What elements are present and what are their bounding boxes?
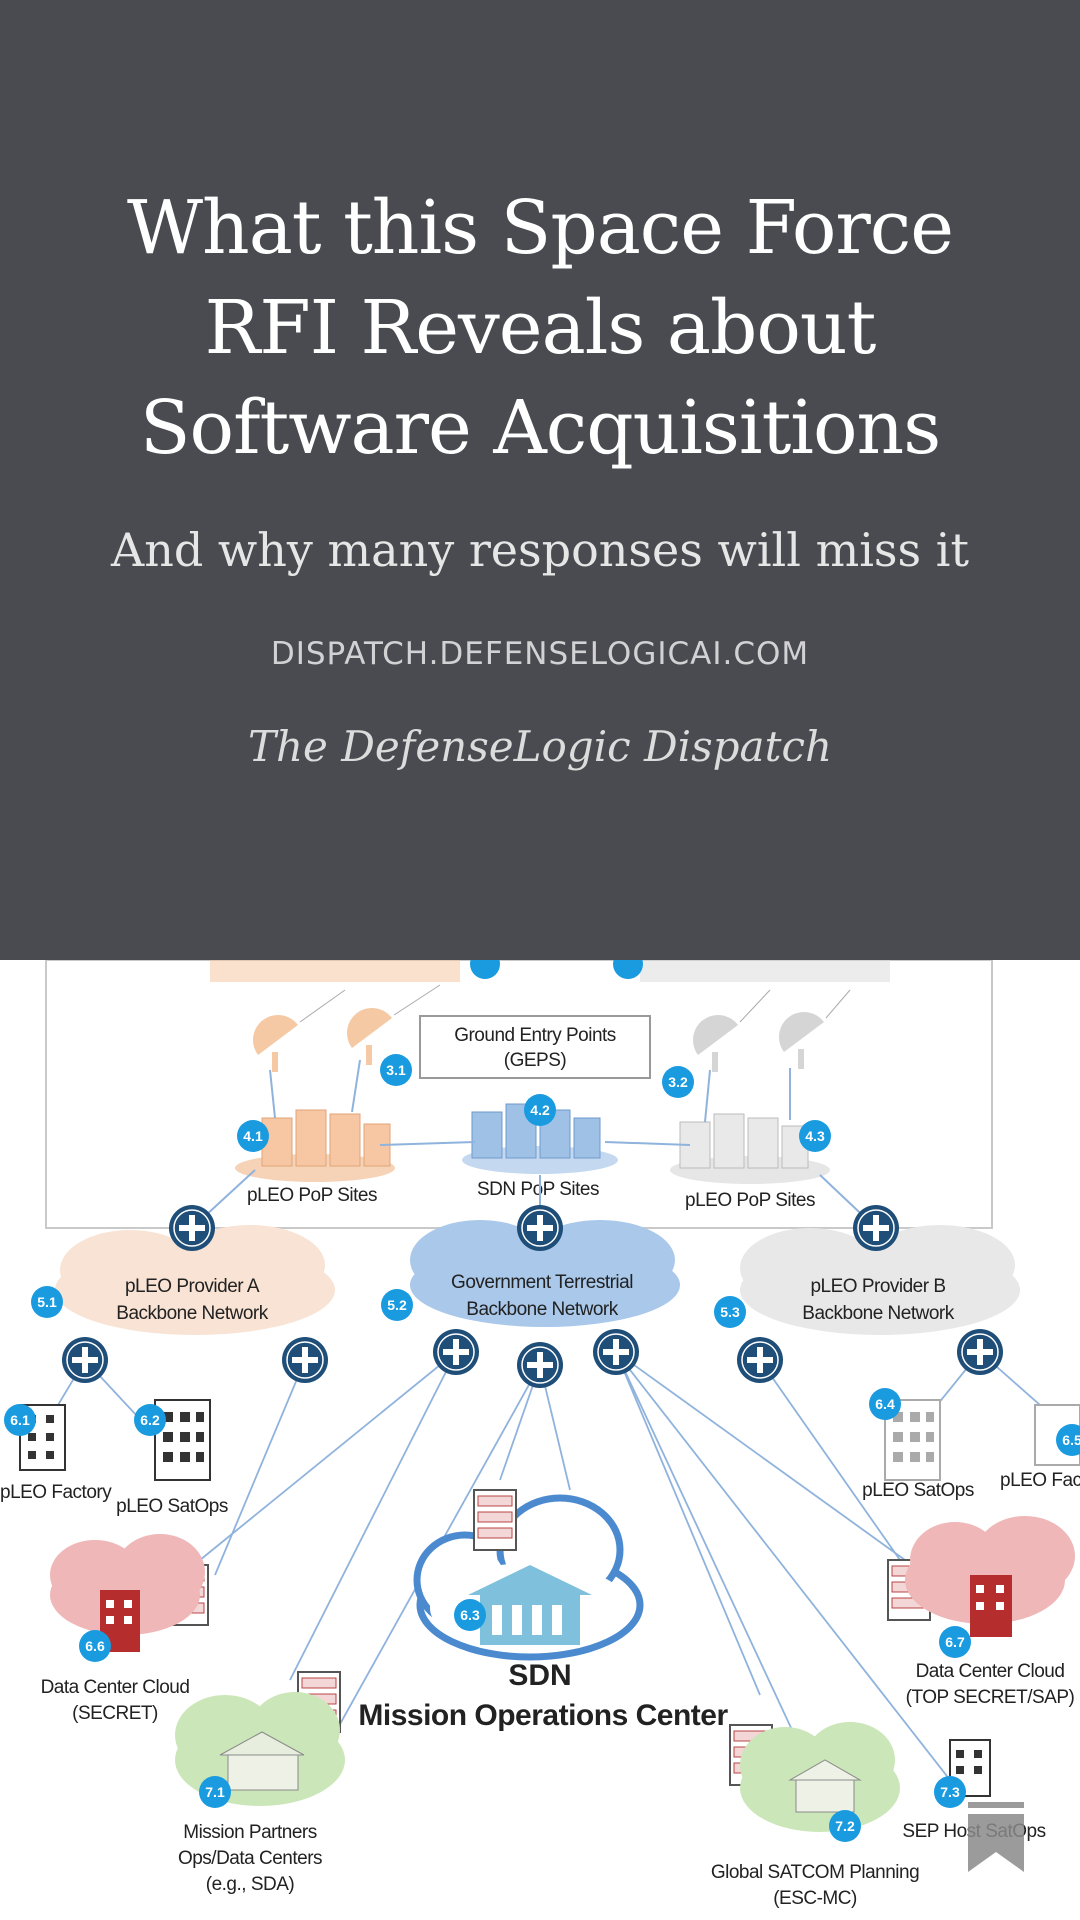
mission-partners-label-1: Mission Partners xyxy=(183,1822,317,1843)
provider-b-label-2: Backbone Network xyxy=(802,1303,954,1324)
provider-b-label-1: pLEO Provider B xyxy=(810,1276,945,1297)
geps-label-line-2: (GEPS) xyxy=(504,1050,567,1071)
title-line-3: Software Acquisitions xyxy=(139,385,941,471)
sdn-pop-label: SDN PoP Sites xyxy=(477,1179,599,1200)
dc-secret-label-2: (SECRET) xyxy=(72,1703,158,1724)
svg-text:6.6: 6.6 xyxy=(85,1638,105,1654)
title-line-2: RFI Reveals about xyxy=(204,285,877,371)
site-domain: DISPATCH.DEFENSELOGICAI.COM xyxy=(270,636,810,672)
article-subtitle: And why many responses will miss it xyxy=(111,523,969,577)
svg-text:6.7: 6.7 xyxy=(945,1634,965,1650)
svg-text:5.1: 5.1 xyxy=(37,1294,57,1310)
step-badges: 3.1 3.2 4.1 4.2 4.3 5.1 5.2 5.3 6.1 6.2 … xyxy=(4,1054,1080,1842)
svg-text:7.1: 7.1 xyxy=(205,1784,225,1800)
svg-text:6.4: 6.4 xyxy=(875,1396,895,1412)
bookmark-icon[interactable] xyxy=(968,1802,1024,1872)
provider-a-label-1: pLEO Provider A xyxy=(125,1276,260,1297)
dc-secret-label-1: Data Center Cloud xyxy=(41,1677,190,1698)
svg-text:7.2: 7.2 xyxy=(835,1818,855,1834)
mission-partners-label-3: (e.g., SDA) xyxy=(206,1874,295,1895)
provider-a-cloud xyxy=(55,1225,335,1335)
global-satcom-label-2: (ESC-MC) xyxy=(773,1888,857,1909)
gov-backbone-label-1: Government Terrestrial xyxy=(451,1272,633,1293)
svg-text:6.3: 6.3 xyxy=(460,1607,480,1623)
provider-b-cloud xyxy=(740,1225,1020,1335)
moc-label-line-1: SDN xyxy=(508,1659,571,1692)
svg-text:4.3: 4.3 xyxy=(805,1128,825,1144)
mission-partners-label-2: Ops/Data Centers xyxy=(178,1848,322,1869)
svg-text:5.3: 5.3 xyxy=(720,1304,740,1320)
title-line-1: What this Space Force xyxy=(126,185,954,271)
gov-backbone-label-2: Backbone Network xyxy=(466,1299,618,1320)
cover-header: What this Space Force RFI Reveals about … xyxy=(0,0,1080,960)
satellite-dish-icon xyxy=(253,1008,392,1072)
geps-label-box xyxy=(419,1015,651,1079)
moc-label-line-2: Mission Operations Center xyxy=(358,1699,728,1732)
global-satcom-label-1: Global SATCOM Planning xyxy=(711,1862,919,1883)
svg-text:5.2: 5.2 xyxy=(387,1297,407,1313)
svg-text:6.2: 6.2 xyxy=(140,1412,160,1428)
svg-text:6.5: 6.5 xyxy=(1062,1432,1080,1448)
building-icon xyxy=(970,1575,1012,1637)
pleo-factory-a-label: pLEO Factory xyxy=(0,1482,112,1503)
svg-text:3.2: 3.2 xyxy=(668,1074,688,1090)
building-icon xyxy=(219,1731,305,1791)
svg-text:4.1: 4.1 xyxy=(243,1128,263,1144)
pleo-pop-b-servers xyxy=(670,1113,830,1184)
dc-ts-label-2: (TOP SECRET/SAP) xyxy=(906,1687,1075,1708)
mission-ops-cloud xyxy=(413,1494,644,1661)
pleo-factory-b-label: pLEO Factory xyxy=(1000,1470,1080,1491)
building-icon xyxy=(949,1739,991,1797)
geps-label-line-1: Ground Entry Points xyxy=(454,1025,616,1046)
network-diagram: Ground Entry Points (GEPS) pLEO PoP Site… xyxy=(0,960,1080,1909)
svg-text:6.1: 6.1 xyxy=(10,1412,30,1428)
ground-segment-frame xyxy=(45,960,993,1229)
article-title: What this Space Force RFI Reveals about … xyxy=(60,178,1020,478)
pop-a-label: pLEO PoP Sites xyxy=(247,1185,377,1206)
government-backbone-cloud xyxy=(410,1220,680,1327)
provider-a-label-2: Backbone Network xyxy=(116,1303,268,1324)
svg-text:3.1: 3.1 xyxy=(386,1062,406,1078)
satellite-dish-icon xyxy=(693,1012,824,1072)
dc-ts-label-1: Data Center Cloud xyxy=(916,1661,1065,1682)
pleo-satops-a-label: pLEO SatOps xyxy=(116,1496,228,1517)
pop-b-label: pLEO PoP Sites xyxy=(685,1190,815,1211)
svg-text:7.3: 7.3 xyxy=(940,1784,960,1800)
publication-name: The DefenseLogic Dispatch xyxy=(247,722,833,771)
building-icon xyxy=(788,1759,862,1813)
svg-text:4.2: 4.2 xyxy=(530,1102,550,1118)
pleo-satops-b-label: pLEO SatOps xyxy=(862,1480,974,1501)
